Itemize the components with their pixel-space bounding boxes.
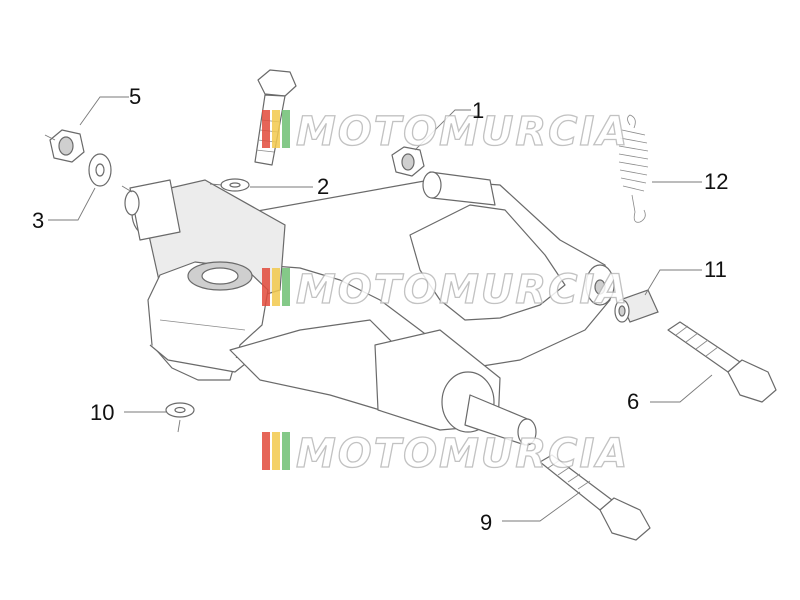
swing-arm: [124, 171, 615, 446]
watermark-text: MOTOMURCIA: [296, 431, 629, 477]
bushing-11: [614, 289, 659, 323]
watermark-text: MOTOMURCIA: [296, 109, 629, 155]
watermark-stripe-green: [282, 110, 290, 148]
watermark-stripe-yellow: [272, 110, 280, 148]
bolt-6: [667, 321, 777, 403]
callout-6: 6: [627, 389, 639, 414]
callout-5: 5: [129, 84, 141, 109]
spring-12: [618, 114, 649, 223]
callout-12: 12: [704, 169, 728, 194]
nut-5: [49, 129, 85, 163]
callout-10: 10: [90, 400, 114, 425]
callout-3: 3: [32, 208, 44, 233]
watermark-1: MOTOMURCIA: [262, 108, 629, 156]
watermark-3: MOTOMURCIA: [262, 430, 629, 478]
watermark-2: MOTOMURCIA: [262, 266, 629, 314]
callout-11: 11: [704, 257, 727, 282]
washer-10: [165, 402, 195, 418]
callout-1: 1: [472, 98, 484, 123]
nut-1: [391, 146, 425, 177]
bolt-9: [539, 454, 651, 541]
watermark-stripe-red: [262, 110, 270, 148]
leader-lines: [44, 96, 713, 522]
callout-9: 9: [480, 510, 492, 535]
callout-2: 2: [317, 174, 329, 199]
washer-3: [88, 153, 112, 187]
watermark-text: MOTOMURCIA: [296, 267, 629, 313]
